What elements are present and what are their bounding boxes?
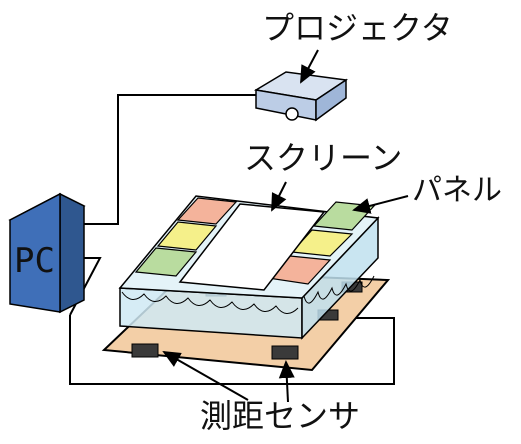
panel-label: パネル: [412, 173, 502, 208]
projector-side: [315, 78, 347, 122]
pc-side: [59, 192, 85, 314]
panel-wave-front: [121, 291, 299, 314]
tile-left-middle: [156, 221, 218, 251]
sensor-label-pointer-left: [162, 351, 249, 401]
pc-label: PC: [14, 241, 55, 281]
projector-lens: [285, 107, 299, 121]
pc-projector-cable: [84, 94, 258, 225]
projector-label: プロジェクタ: [262, 9, 453, 47]
sensor-label-pointer-right: [278, 360, 295, 403]
sensor-front-left: [131, 343, 159, 358]
pc-tower: [8, 192, 86, 314]
panel-label-pointer: [352, 195, 409, 214]
screen-sheet: [178, 203, 326, 291]
projector-label-pointer: [300, 49, 319, 84]
tile-left-front: [134, 247, 198, 277]
screen-label: スクリーン: [244, 139, 403, 177]
panel-wave-side: [303, 275, 375, 304]
frame-outer: [69, 315, 395, 385]
screen-label-pointer: [271, 181, 287, 212]
panel-tiles-left: [134, 197, 238, 277]
distance-sensor-label: 測距センサ: [200, 397, 361, 435]
sensor-front-right: [271, 345, 299, 360]
pc-front: [9, 192, 61, 313]
tile-left-back: [176, 197, 238, 225]
projector: [253, 71, 349, 122]
